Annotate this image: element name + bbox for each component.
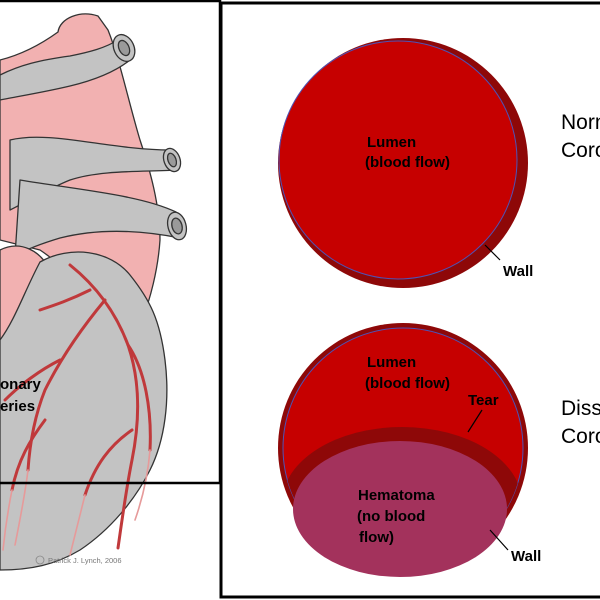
tear-pointer (467, 409, 483, 433)
dissected-wall-label: Wall (511, 548, 541, 565)
dissected-artery-title-line1: Diss (561, 397, 600, 420)
copyright-icon (35, 555, 45, 565)
normal-lumen-label-sub: (blood flow) (365, 154, 450, 171)
normal-artery-title-line2: Coro (561, 139, 600, 162)
dissected-lumen-label-sub: (blood flow) (365, 375, 450, 392)
hematoma-label-sub2: flow) (359, 529, 394, 546)
normal-lumen-label: Lumen (367, 134, 416, 151)
normal-artery-cross-section: Lumen (blood flow) Wall (278, 38, 533, 288)
coronary-artery-branch-3 (3, 358, 62, 402)
coronary-artery-branch-6 (83, 428, 134, 497)
heart-illustration: onary eries Patrick J. Lynch, 2006 (0, 13, 188, 571)
dissected-artery-title-line2: Coro (561, 425, 600, 448)
coronary-arteries (3, 263, 152, 550)
hematoma-label-sub: (no blood (357, 508, 425, 525)
normal-artery-title-line1: Norm (561, 111, 600, 134)
normal-wall-label: Wall (503, 263, 533, 280)
hematoma-label: Hematoma (358, 487, 435, 504)
dissected-wall-pointer (489, 529, 509, 551)
coronary-arteries-label-line2: eries (0, 398, 35, 415)
dissected-artery-cross-section: Lumen (blood flow) Tear Hematoma (no blo… (278, 323, 541, 577)
right-pulmonary-vessel (14, 179, 181, 257)
credit-text: Patrick J. Lynch, 2006 (48, 556, 122, 565)
normal-artery-lumen (278, 40, 518, 280)
tear-label: Tear (468, 392, 499, 409)
dissected-lumen-label: Lumen (367, 354, 416, 371)
coronary-artery-branch-5 (38, 288, 92, 312)
normal-wall-pointer (484, 244, 501, 261)
coronary-arteries-label-line1: onary (0, 376, 42, 393)
coronary-artery-branch-1 (126, 343, 152, 452)
coronary-artery-main (68, 263, 140, 550)
hematoma (293, 441, 507, 577)
